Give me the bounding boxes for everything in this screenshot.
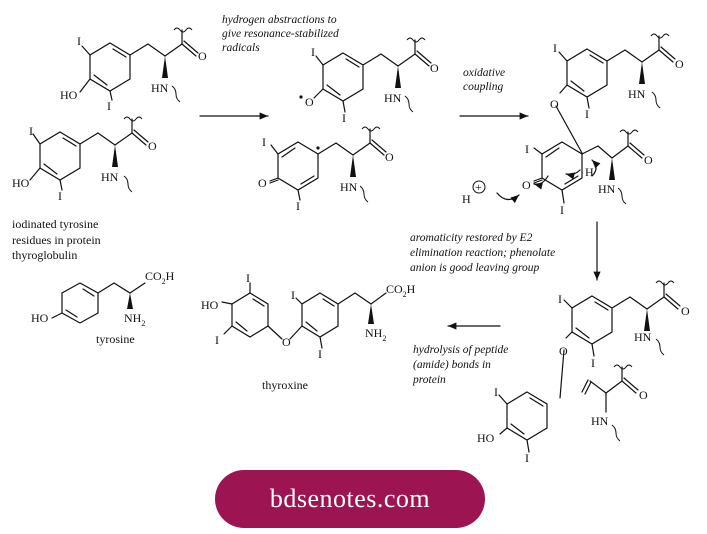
note-aromaticity: anion is good leaving group (410, 262, 540, 274)
note-oxidative-coupling: coupling (463, 81, 503, 93)
carbon-radical-structure (269, 126, 387, 203)
iodine-label: I (107, 99, 111, 113)
iodine-label: I (525, 451, 529, 465)
amine-label: HN (340, 180, 358, 194)
caption-iodinated-tyrosine: iodinated tyrosine (12, 217, 98, 231)
iodinated-tyrosine-structure-1 (79, 27, 199, 103)
oxygen-label: O (522, 178, 531, 192)
oxygen-label: O (198, 49, 207, 63)
iodine-label: I (311, 45, 315, 59)
amine-label: HN (634, 330, 652, 344)
hydroxyl-label: HO (201, 298, 219, 312)
iodine-label: I (342, 111, 346, 125)
oxygen-label: O (430, 61, 439, 75)
caption-iodinated-tyrosine: residues in protein (12, 233, 101, 247)
note-hydrogen-abstraction: radicals (222, 42, 260, 54)
iodine-label: I (318, 347, 322, 361)
oxygen-label: O (258, 176, 267, 190)
hydroxyl-label: HO (12, 176, 30, 190)
note-aromaticity: elimination reaction; phenolate (410, 247, 555, 259)
oxygen-label: O (681, 304, 690, 318)
hydroxyl-label: HO (60, 88, 78, 102)
note-hydrolysis: protein (412, 374, 446, 386)
note-hydrolysis: hydrolysis of peptide (413, 344, 508, 356)
oxygen-label: O (282, 335, 291, 349)
oxygen-label: O (385, 150, 394, 164)
coupled-product-structure (498, 280, 681, 453)
iodine-label: I (215, 333, 219, 347)
iodinated-tyrosine-structure-2 (29, 116, 149, 193)
oxygen-label: O (305, 95, 314, 109)
iodine-label: I (291, 288, 295, 302)
amino-label: NH2 (365, 326, 386, 343)
iodine-label: I (77, 34, 81, 48)
watermark-badge: bdsenotes.com (215, 470, 485, 528)
amine-label: HN (151, 81, 169, 95)
thyroxine-structure (221, 282, 387, 349)
hydrogen-label: H (462, 192, 471, 206)
caption-tyrosine: tyrosine (96, 332, 135, 346)
hydrogen-label: H (585, 165, 594, 179)
amine-label: HN (628, 87, 646, 101)
iodine-label: I (262, 135, 266, 149)
oxygen-label: O (675, 57, 684, 71)
tyrosine-structure (51, 282, 146, 324)
note-oxidative-coupling: oxidative (463, 67, 505, 79)
amine-label: HN (591, 414, 609, 428)
amine-label: HN (384, 91, 402, 105)
amine-label: HN (598, 182, 616, 196)
iodine-label: I (58, 189, 62, 203)
iodine-label: I (494, 385, 498, 399)
oxygen-label: O (148, 139, 157, 153)
note-hydrolysis: (amide) bonds in (413, 359, 491, 371)
iodine-label: I (591, 356, 595, 370)
iodine-label: I (560, 203, 564, 217)
watermark-text: bdsenotes.com (269, 484, 431, 513)
oxygen-label: O (559, 344, 568, 358)
amino-label: NH2 (124, 311, 145, 328)
note-hydrogen-abstraction: give resonance-stabilized (222, 28, 339, 40)
plus-charge: + (475, 180, 482, 194)
caption-thyroxine: thyroxine (262, 378, 308, 392)
iodine-label: I (553, 41, 557, 55)
note-aromaticity: aromaticity restored by E2 (410, 232, 533, 244)
carboxyl-label: CO2H (386, 282, 416, 299)
iodine-label: I (29, 124, 33, 138)
carboxyl-label: CO2H (145, 269, 175, 286)
hydroxyl-label: HO (477, 431, 495, 445)
iodine-label: I (246, 271, 250, 285)
caption-iodinated-tyrosine: thyroglobulin (12, 248, 77, 262)
iodine-label: I (585, 107, 589, 121)
phenoxyl-radical-structure (299, 37, 432, 113)
iodine-label: I (525, 142, 529, 156)
oxygen-label: O (644, 153, 653, 167)
amine-label: HN (101, 170, 119, 184)
coupled-intermediate-structure (472, 33, 676, 205)
oxygen-label: O (550, 97, 559, 111)
oxygen-label: O (639, 388, 648, 402)
note-hydrogen-abstraction: hydrogen abstractions to (222, 14, 337, 26)
hydroxyl-label: HO (31, 311, 49, 325)
iodine-label: I (296, 199, 300, 213)
iodine-label: I (558, 292, 562, 306)
